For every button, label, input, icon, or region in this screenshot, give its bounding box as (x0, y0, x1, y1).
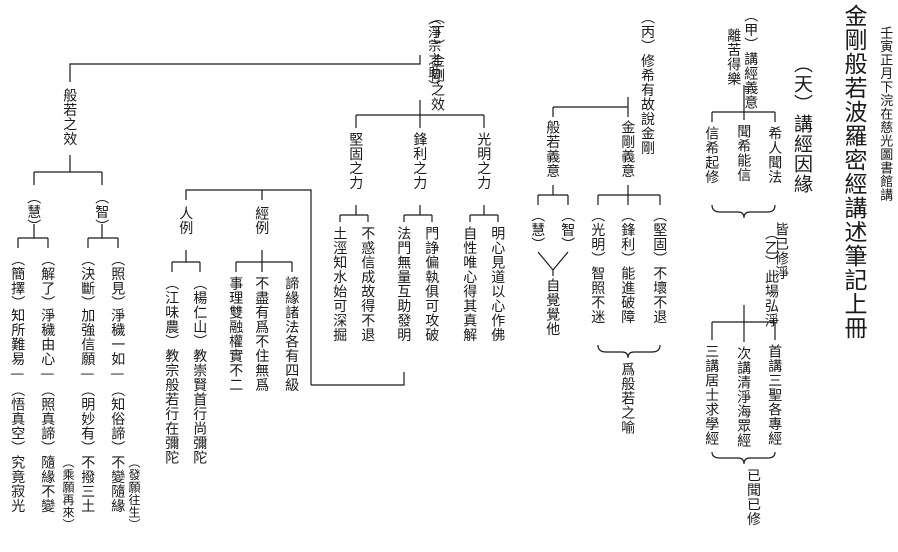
ding-power-line: 不惑信成故得不退 (359, 226, 376, 342)
bing-diamond-item: （鋒利）能進破障 (619, 208, 636, 324)
jia-item: 聞希能信 (735, 124, 752, 182)
bore-wisdom-text: 加強信願—（明妙有）不撥三土 (79, 308, 96, 513)
ren-li-line: （楊仁山）教崇賢首行尚彌陀 (191, 276, 208, 465)
bing-diamond-result: 爲般若之喻 (619, 362, 636, 435)
section-heaven: （天）講經因緣 (791, 54, 813, 194)
bore-wisdom-note: （乘願再來） (61, 456, 75, 531)
bore-insight-text: 淨穢由心—（照真諦）隨緣不變 (39, 308, 56, 513)
jia-item: 希人聞法 (766, 126, 783, 184)
bore-insight-label: （解了） (39, 252, 56, 310)
ren-li-title: 人例 (177, 206, 194, 235)
jing-li-title: 經例 (253, 206, 270, 235)
bore-wisdom-note: （發願往生） (127, 456, 141, 531)
bore-insight-label: （簡擇） (9, 252, 26, 310)
ding-power-title: 鋒利之力 (411, 132, 428, 190)
jia-item: 信希起修 (703, 126, 720, 184)
bore-insight-text: 知所難易—（悟真空）究竟寂光 (9, 308, 26, 513)
bing-diamond-item: （光明）智照不迷 (589, 208, 606, 324)
bing-diamond-item: （堅固）不壞不退 (651, 208, 668, 324)
ding-note: （淨宗之助） (425, 12, 441, 93)
bore-wisdom-text: 淨穢一如—（知俗諦）不變隨緣 (109, 308, 126, 513)
bing-branch-right: 金剛義意 (619, 120, 636, 178)
bore-wisdom: （智） (93, 190, 110, 234)
bing-insight: （慧） (529, 208, 546, 252)
ding-power-line: 門諍偏執俱可攻破 (423, 226, 440, 342)
bing-branch-left: 般若義意 (544, 120, 561, 178)
jia-label: （甲）講經義意 (742, 8, 759, 110)
jing-li-line: 不盡有爲不住無爲 (253, 276, 270, 392)
bing-label: （丙）修希有故說金剛 (639, 10, 655, 155)
yi-label: （乙）此場弘淨 (763, 226, 779, 328)
jing-li-line: 諦緣諸法各有四級 (283, 276, 300, 392)
bing-wisdom-result: 自覺覺他 (544, 278, 561, 336)
yi-item: 首講三聖各專經 (766, 344, 783, 446)
yi-brace-text: 已聞已修 (745, 468, 761, 526)
ding-power-title: 光明之力 (475, 132, 492, 190)
ding-power-title: 堅固之力 (347, 132, 364, 190)
yi-item: 三講居士求學經 (703, 344, 720, 446)
jia-brace-text: 皆已修淨 (773, 222, 789, 280)
ding-power-line: 自性唯心得其真解 (461, 226, 478, 342)
bore-wisdom-label: （決斷） (79, 252, 96, 310)
jing-li-line: 事理雙融權實不二 (227, 276, 244, 392)
ding-power-line: 明心見道以心作佛 (489, 226, 506, 342)
ding-power-line: 法門無量互助發明 (395, 226, 412, 342)
bing-wisdom: （智） (559, 208, 576, 252)
ding-power-line: 土涇知水始可深掘 (331, 226, 348, 342)
ding-label: （丁）金剛之效 (429, 10, 445, 112)
yi-item: 次講清淨海眾經 (735, 346, 752, 448)
bore-wisdom-label: （照見） (109, 252, 126, 310)
bore-insight: （慧） (25, 190, 42, 234)
bore-effect-title: 般若之效 (61, 88, 78, 146)
jia-sub: 離苦得樂 (725, 28, 742, 86)
page-title: 金剛般若波羅密經講述筆記上冊 (840, 4, 866, 340)
lecture-note: 壬寅正月下浣在慈光圖書館講 (877, 26, 893, 202)
ren-li-line: （江味農）教宗般若行在彌陀 (163, 276, 180, 465)
